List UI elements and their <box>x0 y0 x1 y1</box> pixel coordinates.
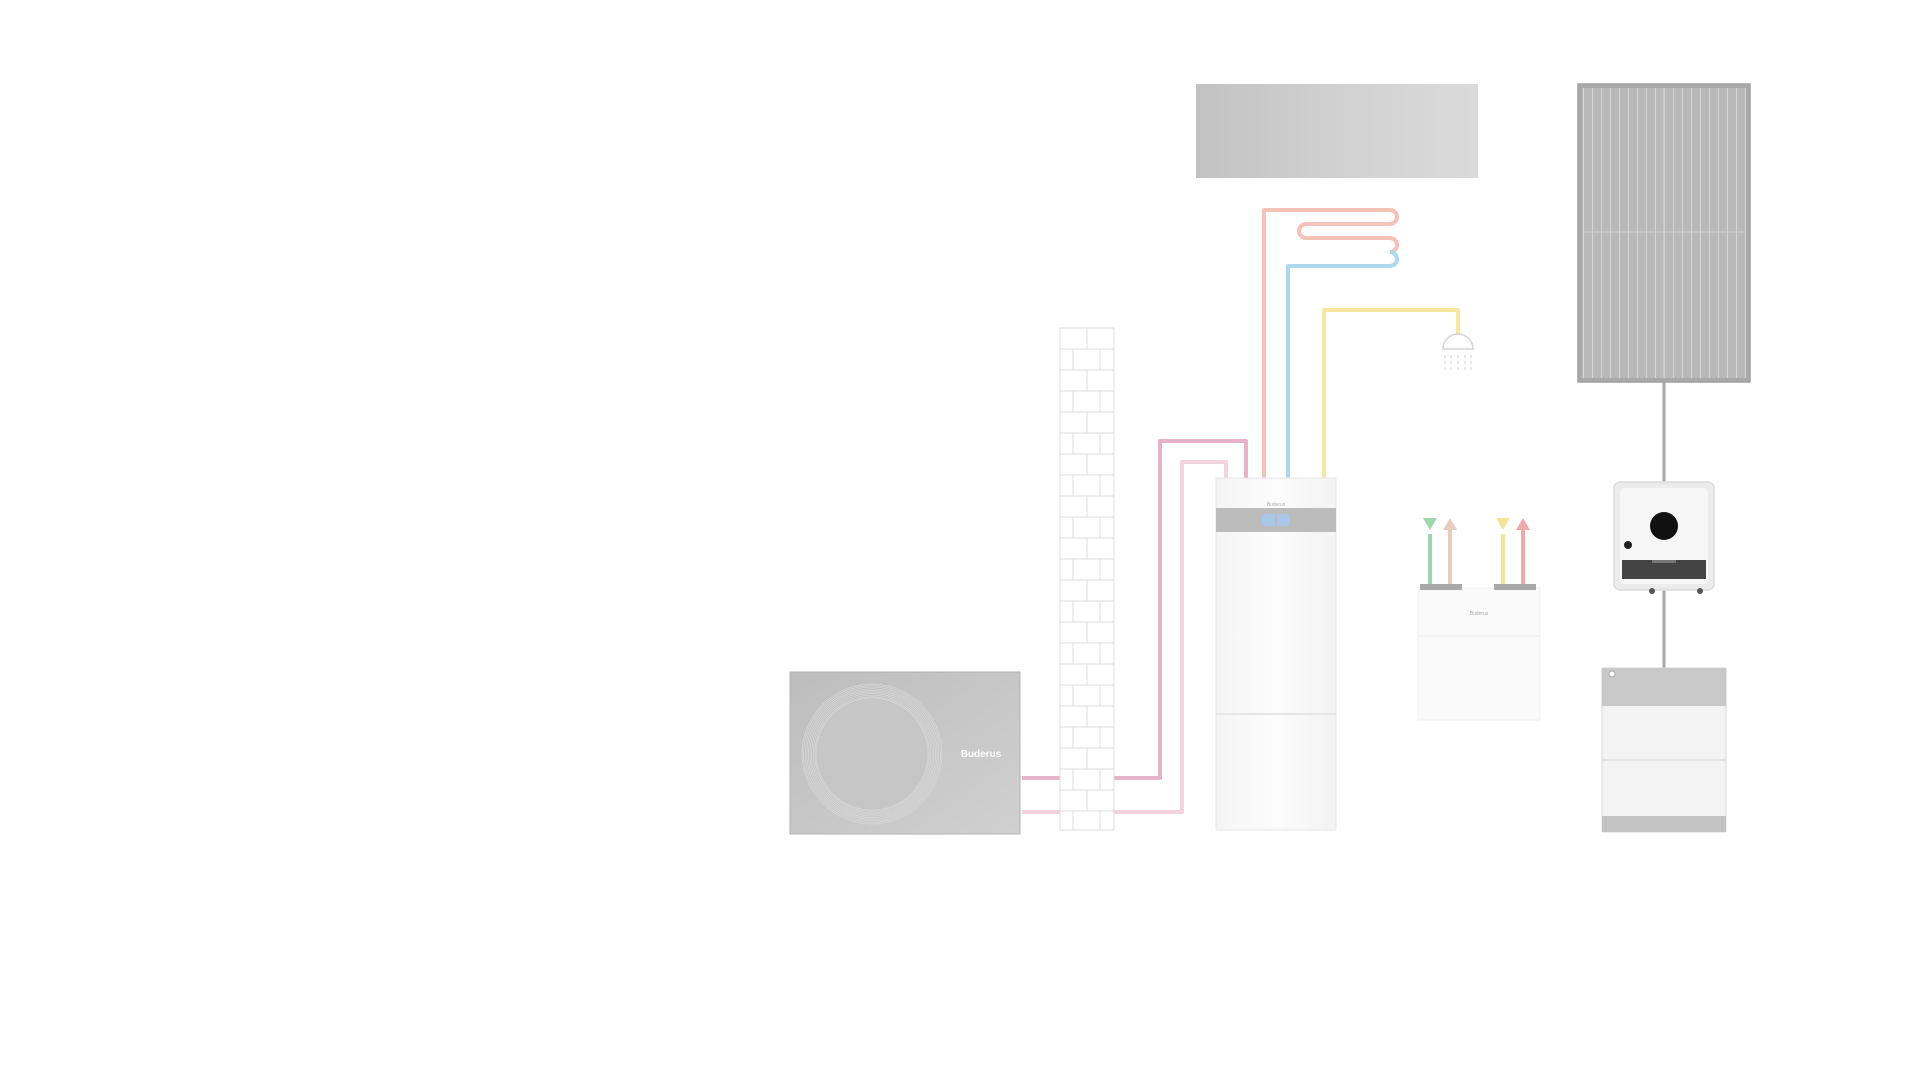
battery-indicator <box>1608 670 1616 678</box>
piping <box>1022 208 1666 814</box>
vent-port-left <box>1420 584 1462 590</box>
control-display-icon <box>1262 514 1290 526</box>
battery-storage <box>1601 667 1727 833</box>
inverter-display-icon <box>1650 512 1678 540</box>
shower-head-icon <box>1442 333 1474 373</box>
ventilation-unit-brand: Buderus <box>1470 611 1489 617</box>
inverter-connector-right <box>1697 588 1703 594</box>
outdoor-heat-pump: Buderus <box>789 671 1021 835</box>
return-pipe <box>1022 460 1228 814</box>
indoor-unit-brand: Buderus <box>1267 502 1286 508</box>
arrow-up-icon <box>1516 518 1530 584</box>
fan-grille-icon <box>801 683 943 825</box>
inverter-base <box>1622 560 1706 579</box>
inverter-switch <box>1624 541 1632 549</box>
inverter <box>1613 481 1715 594</box>
arrow-up-icon <box>1443 518 1457 584</box>
inverter-connector-left <box>1649 588 1655 594</box>
ventilation-unit: Buderus <box>1417 518 1541 721</box>
heating-return-pipe <box>1286 250 1399 478</box>
brick-wall <box>1059 327 1115 831</box>
arrow-down-icon <box>1496 518 1510 584</box>
battery-bottom-bar <box>1602 816 1726 832</box>
indoor-unit: Buderus <box>1215 477 1337 831</box>
heating-flow-pipe <box>1262 208 1399 478</box>
ceiling-panel <box>1196 84 1478 178</box>
arrow-down-icon <box>1423 518 1437 584</box>
vent-port-right <box>1494 584 1536 590</box>
hot-water-pipe <box>1322 308 1460 478</box>
outdoor-unit-brand: Buderus <box>961 749 1002 760</box>
battery-top-module <box>1602 668 1726 706</box>
supply-pipe <box>1022 439 1248 780</box>
solar-panel <box>1577 83 1751 383</box>
control-panel <box>1216 508 1336 532</box>
